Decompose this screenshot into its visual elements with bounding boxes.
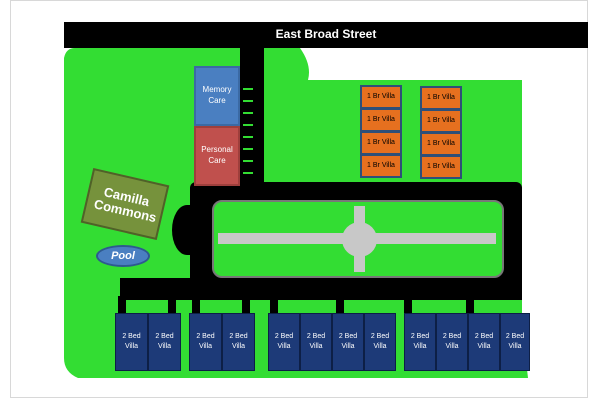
driveway bbox=[118, 296, 126, 314]
one-br-villa[interactable]: 1 Br Villa bbox=[360, 108, 402, 132]
one-br-villa[interactable]: 1 Br Villa bbox=[420, 155, 462, 179]
villa-label: 1 Br Villa bbox=[427, 163, 455, 171]
pool[interactable]: Pool bbox=[96, 245, 150, 267]
driveway bbox=[336, 296, 344, 314]
villa-label: 2 Bed Villa bbox=[410, 332, 430, 351]
south-road bbox=[120, 278, 522, 300]
parking-stripe bbox=[243, 136, 253, 138]
parking-stripe bbox=[243, 124, 253, 126]
one-br-villa[interactable]: 1 Br Villa bbox=[420, 132, 462, 156]
parking-stripe bbox=[243, 88, 253, 90]
one-br-villa[interactable]: 1 Br Villa bbox=[360, 154, 402, 178]
two-bed-villa[interactable]: 2 Bed Villa bbox=[268, 313, 300, 371]
driveway bbox=[192, 296, 200, 314]
villa-label: 2 Bed Villa bbox=[306, 332, 326, 351]
parking-stripe bbox=[243, 148, 253, 150]
parking-stripe bbox=[243, 172, 253, 174]
villa-label: 1 Br Villa bbox=[367, 162, 395, 170]
driveway bbox=[466, 296, 474, 314]
villa-label: 2 Bed Villa bbox=[474, 332, 494, 351]
villa-label: 1 Br Villa bbox=[427, 117, 455, 125]
street-label: East Broad Street bbox=[275, 27, 377, 41]
two-bed-villa[interactable]: 2 Bed Villa bbox=[364, 313, 396, 371]
memory-care-label: Memory Care bbox=[202, 85, 232, 105]
main-access-road bbox=[240, 48, 264, 198]
driveway bbox=[270, 296, 278, 314]
two-bed-villa[interactable]: 2 Bed Villa bbox=[436, 313, 468, 371]
villa-label: 2 Bed Villa bbox=[442, 332, 462, 351]
one-br-villa[interactable]: 1 Br Villa bbox=[360, 85, 402, 109]
two-bed-villa[interactable]: 2 Bed Villa bbox=[222, 313, 255, 371]
two-bed-villa[interactable]: 2 Bed Villa bbox=[468, 313, 500, 371]
drop-off-loop bbox=[172, 205, 202, 255]
pool-label: Pool bbox=[111, 249, 135, 262]
villa-label: 2 Bed Villa bbox=[122, 332, 141, 351]
villa-label: 1 Br Villa bbox=[427, 140, 455, 148]
camilla-commons-label: Camilla Commons bbox=[92, 183, 158, 226]
two-bed-villa[interactable]: 2 Bed Villa bbox=[500, 313, 530, 371]
one-br-villa[interactable]: 1 Br Villa bbox=[420, 86, 462, 110]
villa-label: 2 Bed Villa bbox=[155, 332, 174, 351]
two-bed-villa[interactable]: 2 Bed Villa bbox=[332, 313, 364, 371]
driveway bbox=[242, 296, 250, 314]
villa-label: 1 Br Villa bbox=[427, 94, 455, 102]
two-bed-villa[interactable]: 2 Bed Villa bbox=[189, 313, 222, 371]
personal-care-building[interactable]: Personal Care bbox=[194, 126, 240, 186]
villa-label: 2 Bed Villa bbox=[229, 332, 248, 351]
parking-stripe bbox=[243, 100, 253, 102]
villa-label: 2 Bed Villa bbox=[370, 332, 390, 351]
two-bed-villa[interactable]: 2 Bed Villa bbox=[115, 313, 148, 371]
memory-care-building[interactable]: Memory Care bbox=[194, 66, 240, 126]
one-br-villa[interactable]: 1 Br Villa bbox=[420, 109, 462, 133]
villa-label: 1 Br Villa bbox=[367, 93, 395, 101]
personal-care-label: Personal Care bbox=[201, 145, 233, 165]
image-frame bbox=[10, 0, 588, 398]
driveway bbox=[404, 296, 412, 314]
parking-stripe bbox=[243, 160, 253, 162]
villa-label: 1 Br Villa bbox=[367, 116, 395, 124]
two-bed-villa[interactable]: 2 Bed Villa bbox=[404, 313, 436, 371]
fountain-circle bbox=[342, 222, 377, 257]
two-bed-villa[interactable]: 2 Bed Villa bbox=[300, 313, 332, 371]
parking-stripe bbox=[243, 112, 253, 114]
driveway bbox=[168, 296, 176, 314]
villa-label: 2 Bed Villa bbox=[338, 332, 358, 351]
two-bed-villa[interactable]: 2 Bed Villa bbox=[148, 313, 181, 371]
villa-label: 1 Br Villa bbox=[367, 139, 395, 147]
one-br-villa[interactable]: 1 Br Villa bbox=[360, 131, 402, 155]
villa-label: 2 Bed Villa bbox=[274, 332, 294, 351]
east-broad-street bbox=[64, 22, 588, 48]
villa-label: 2 Bed Villa bbox=[505, 332, 525, 351]
villa-label: 2 Bed Villa bbox=[196, 332, 215, 351]
